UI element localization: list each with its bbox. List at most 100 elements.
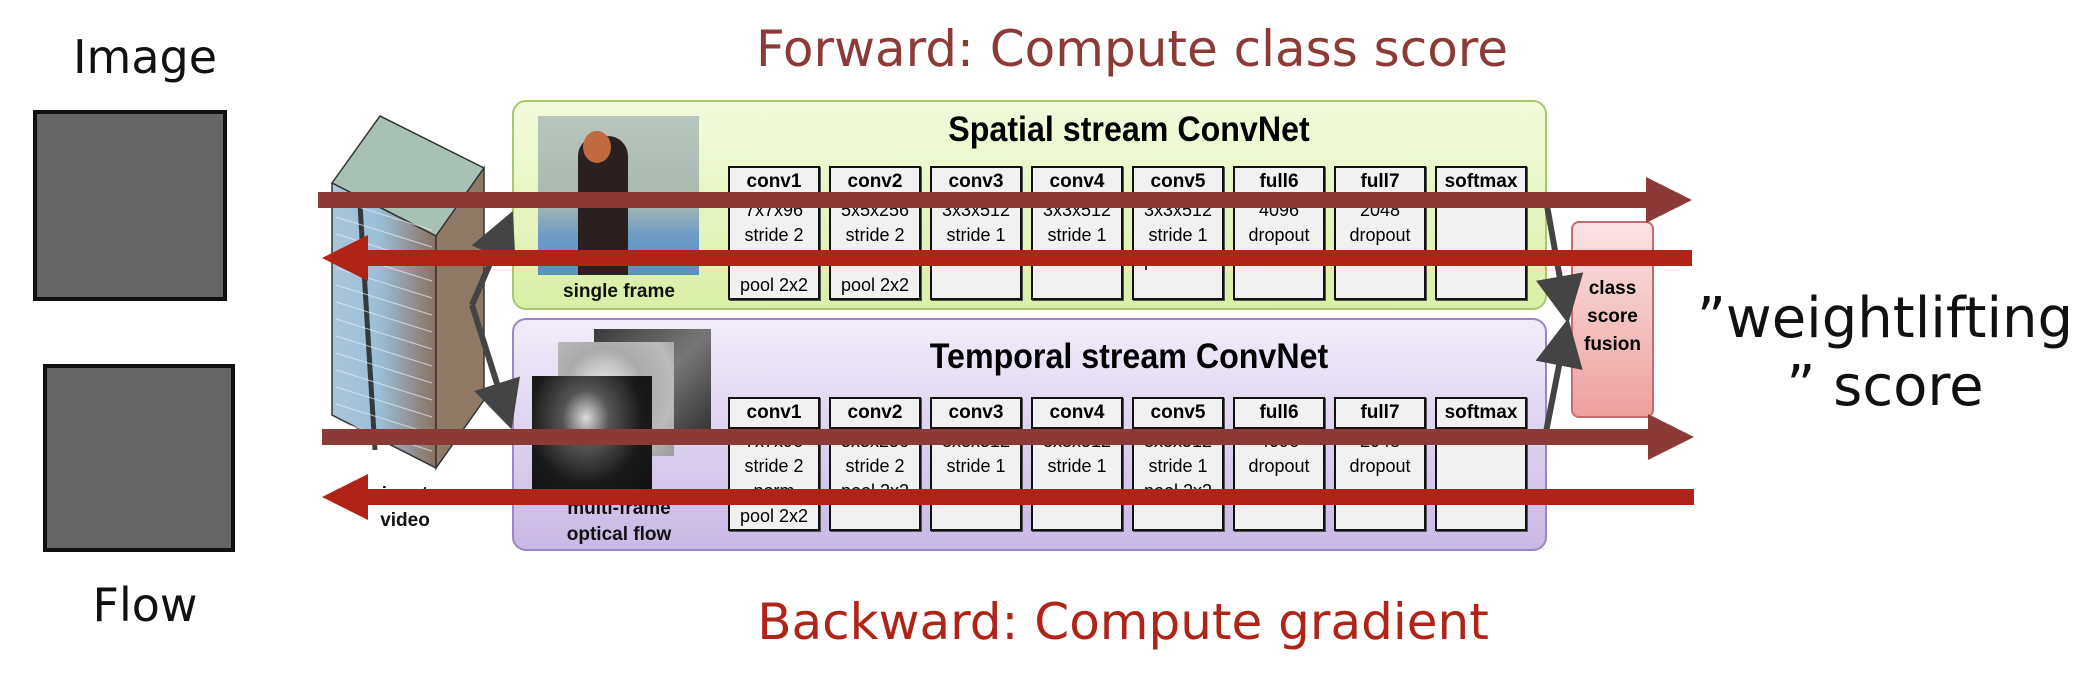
video-frame-edge <box>335 284 433 316</box>
flow-label: Flow <box>92 578 198 632</box>
layer-param: dropout <box>1248 225 1310 245</box>
layer-name: full6 <box>1235 168 1323 198</box>
layer-param: pool 2x2 <box>840 481 910 501</box>
input-video-label-line1: input <box>381 484 429 505</box>
image-label: Image <box>72 30 218 84</box>
layer-param: 4096 <box>1258 200 1300 220</box>
layer-name: conv1 <box>730 399 818 429</box>
layer-param: stride 1 <box>946 225 1006 245</box>
output-score-label: ”weightlifting ” score <box>1685 285 2085 421</box>
connector-arrow-spatial-to-fusion <box>1536 199 1584 324</box>
layer-param: 2048 <box>1359 431 1401 451</box>
layer-param: dropout <box>1349 456 1411 476</box>
layer-param: 7x7x96 <box>744 431 804 451</box>
layer-name: softmax <box>1437 168 1525 198</box>
optical-flow-frame-1 <box>532 376 652 496</box>
layer-param: norm <box>854 250 896 270</box>
layer-name: conv1 <box>730 168 818 198</box>
layer-param: 3x3x512 <box>1042 431 1112 451</box>
layer-param: 3x3x512 <box>941 431 1011 451</box>
layer-param: 2048 <box>1359 200 1401 220</box>
layer-param: stride 2 <box>845 225 905 245</box>
layer-param: pool 2x2 <box>1143 481 1213 501</box>
layer-param: 3x3x512 <box>1143 200 1213 220</box>
layer-param: stride 2 <box>744 456 804 476</box>
layer-name: conv4 <box>1033 399 1121 429</box>
layer-name: full7 <box>1336 168 1424 198</box>
layer-name: conv3 <box>932 399 1020 429</box>
layer-box-softmax: softmax <box>1435 166 1527 300</box>
image-placeholder <box>33 110 227 301</box>
output-score-line1: ”weightlifting <box>1696 286 2074 351</box>
layer-param: pool 2x2 <box>840 275 910 295</box>
connector-arrow-temporal-to-fusion <box>1535 318 1583 433</box>
layer-name: full7 <box>1336 399 1424 429</box>
layer-param: pool 2x2 <box>739 275 809 295</box>
fusion-label-line2: score <box>1587 306 1638 327</box>
backward-title: Backward: Compute gradient <box>757 593 1489 651</box>
layer-param: dropout <box>1349 225 1411 245</box>
layer-param: norm <box>753 481 795 501</box>
temporal-stream-title: Temporal stream ConvNet <box>929 337 1329 376</box>
flow-placeholder <box>43 364 235 552</box>
temporal-stream-panel: Temporal stream ConvNet multi-frame opti… <box>512 318 1547 551</box>
video-frame-edge <box>335 386 433 418</box>
layer-param: 3x3x512 <box>1042 200 1112 220</box>
layer-name: conv3 <box>932 168 1020 198</box>
layer-param: stride 2 <box>845 456 905 476</box>
optical-flow-caption-line1: multi-frame <box>567 498 671 519</box>
layer-param: dropout <box>1248 456 1310 476</box>
layer-name: conv5 <box>1134 399 1222 429</box>
layer-param: norm <box>753 250 795 270</box>
layer-param: 5x5x256 <box>840 431 910 451</box>
spatial-stream-title: Spatial stream ConvNet <box>948 110 1310 149</box>
input-video-label: input video <box>365 482 445 534</box>
forward-title: Forward: Compute class score <box>755 20 1509 78</box>
layer-name: conv5 <box>1134 168 1222 198</box>
layer-param: 3x3x512 <box>1143 431 1213 451</box>
fusion-label-line1: class <box>1588 278 1637 299</box>
output-score-line2: ” score <box>1786 354 1984 419</box>
layer-param: stride 1 <box>1047 456 1107 476</box>
layer-box-softmax: softmax <box>1435 397 1527 531</box>
single-frame-image <box>538 116 699 275</box>
layer-name: softmax <box>1437 399 1525 429</box>
video-frame-edge <box>335 369 433 401</box>
fusion-label-line3: fusion <box>1584 334 1641 355</box>
layer-param: stride 2 <box>744 225 804 245</box>
layer-param: stride 1 <box>946 456 1006 476</box>
input-video-label-line2: video <box>380 510 430 531</box>
layer-param: pool 2x2 <box>1143 250 1213 270</box>
layer-param: 3x3x512 <box>941 200 1011 220</box>
video-frame-edge <box>335 335 433 367</box>
layer-name: conv2 <box>831 168 919 198</box>
layer-param: stride 1 <box>1148 225 1208 245</box>
layer-param: 4096 <box>1258 431 1300 451</box>
layer-name: conv4 <box>1033 168 1121 198</box>
spatial-stream-panel: Spatial stream ConvNet single frame conv… <box>512 100 1547 310</box>
video-frame-edge <box>335 318 433 350</box>
video-frame-edge <box>335 352 433 384</box>
input-video-stack <box>330 115 486 471</box>
layer-param: stride 1 <box>1047 225 1107 245</box>
layer-param: pool 2x2 <box>739 506 809 526</box>
layer-name: conv2 <box>831 399 919 429</box>
layer-param: 7x7x96 <box>744 200 804 220</box>
class-score-fusion-box: class score fusion <box>1571 221 1654 418</box>
video-frame-edge <box>335 301 433 333</box>
layer-param: stride 1 <box>1148 456 1208 476</box>
